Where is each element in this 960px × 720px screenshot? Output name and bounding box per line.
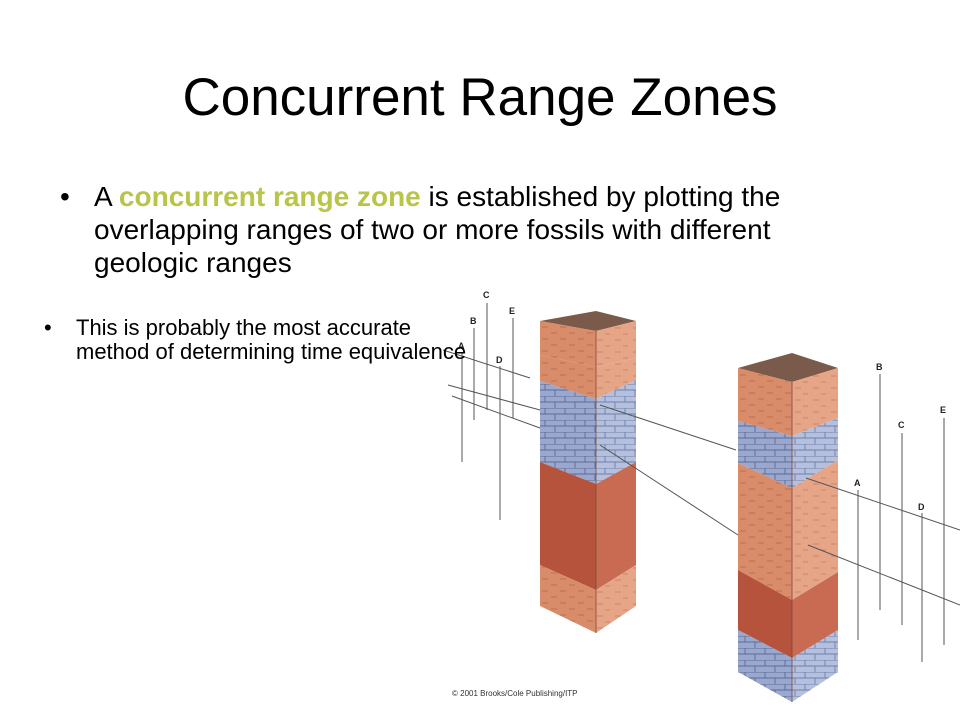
copyright-credit: © 2001 Brooks/Cole Publishing/ITP xyxy=(452,689,578,698)
range-label-e: E xyxy=(509,306,515,316)
left-range-labels: A B C D E xyxy=(458,290,515,365)
correlation-lines xyxy=(599,404,739,536)
range-label-b: B xyxy=(876,362,883,372)
range-label-c: C xyxy=(898,420,905,430)
range-label-a: A xyxy=(854,478,861,488)
range-label-c: C xyxy=(483,290,490,300)
bullet-text: This is probably the most accurate metho… xyxy=(76,315,467,364)
range-label-e: E xyxy=(940,405,946,415)
highlighted-term: concurrent range zone xyxy=(118,181,421,212)
bullet-text-end: is established by plotting the overlappi… xyxy=(94,181,781,278)
range-label-d: D xyxy=(496,355,503,365)
range-label-d: D xyxy=(918,502,925,512)
range-label-a: A xyxy=(458,341,465,351)
range-label-b: B xyxy=(470,316,477,326)
right-range-labels: A B C D E xyxy=(854,362,946,512)
bullet-text: A concurrent range zone is established b… xyxy=(94,180,880,279)
bullet-icon: • xyxy=(60,181,70,212)
left-rock-column xyxy=(540,311,636,633)
bullet-text-start: A xyxy=(94,181,119,212)
right-rock-column xyxy=(738,353,838,702)
right-range-lines xyxy=(805,374,960,662)
bullet-icon: • xyxy=(44,315,52,340)
slide-title: Concurrent Range Zones xyxy=(182,68,778,127)
left-range-lines xyxy=(442,303,541,520)
